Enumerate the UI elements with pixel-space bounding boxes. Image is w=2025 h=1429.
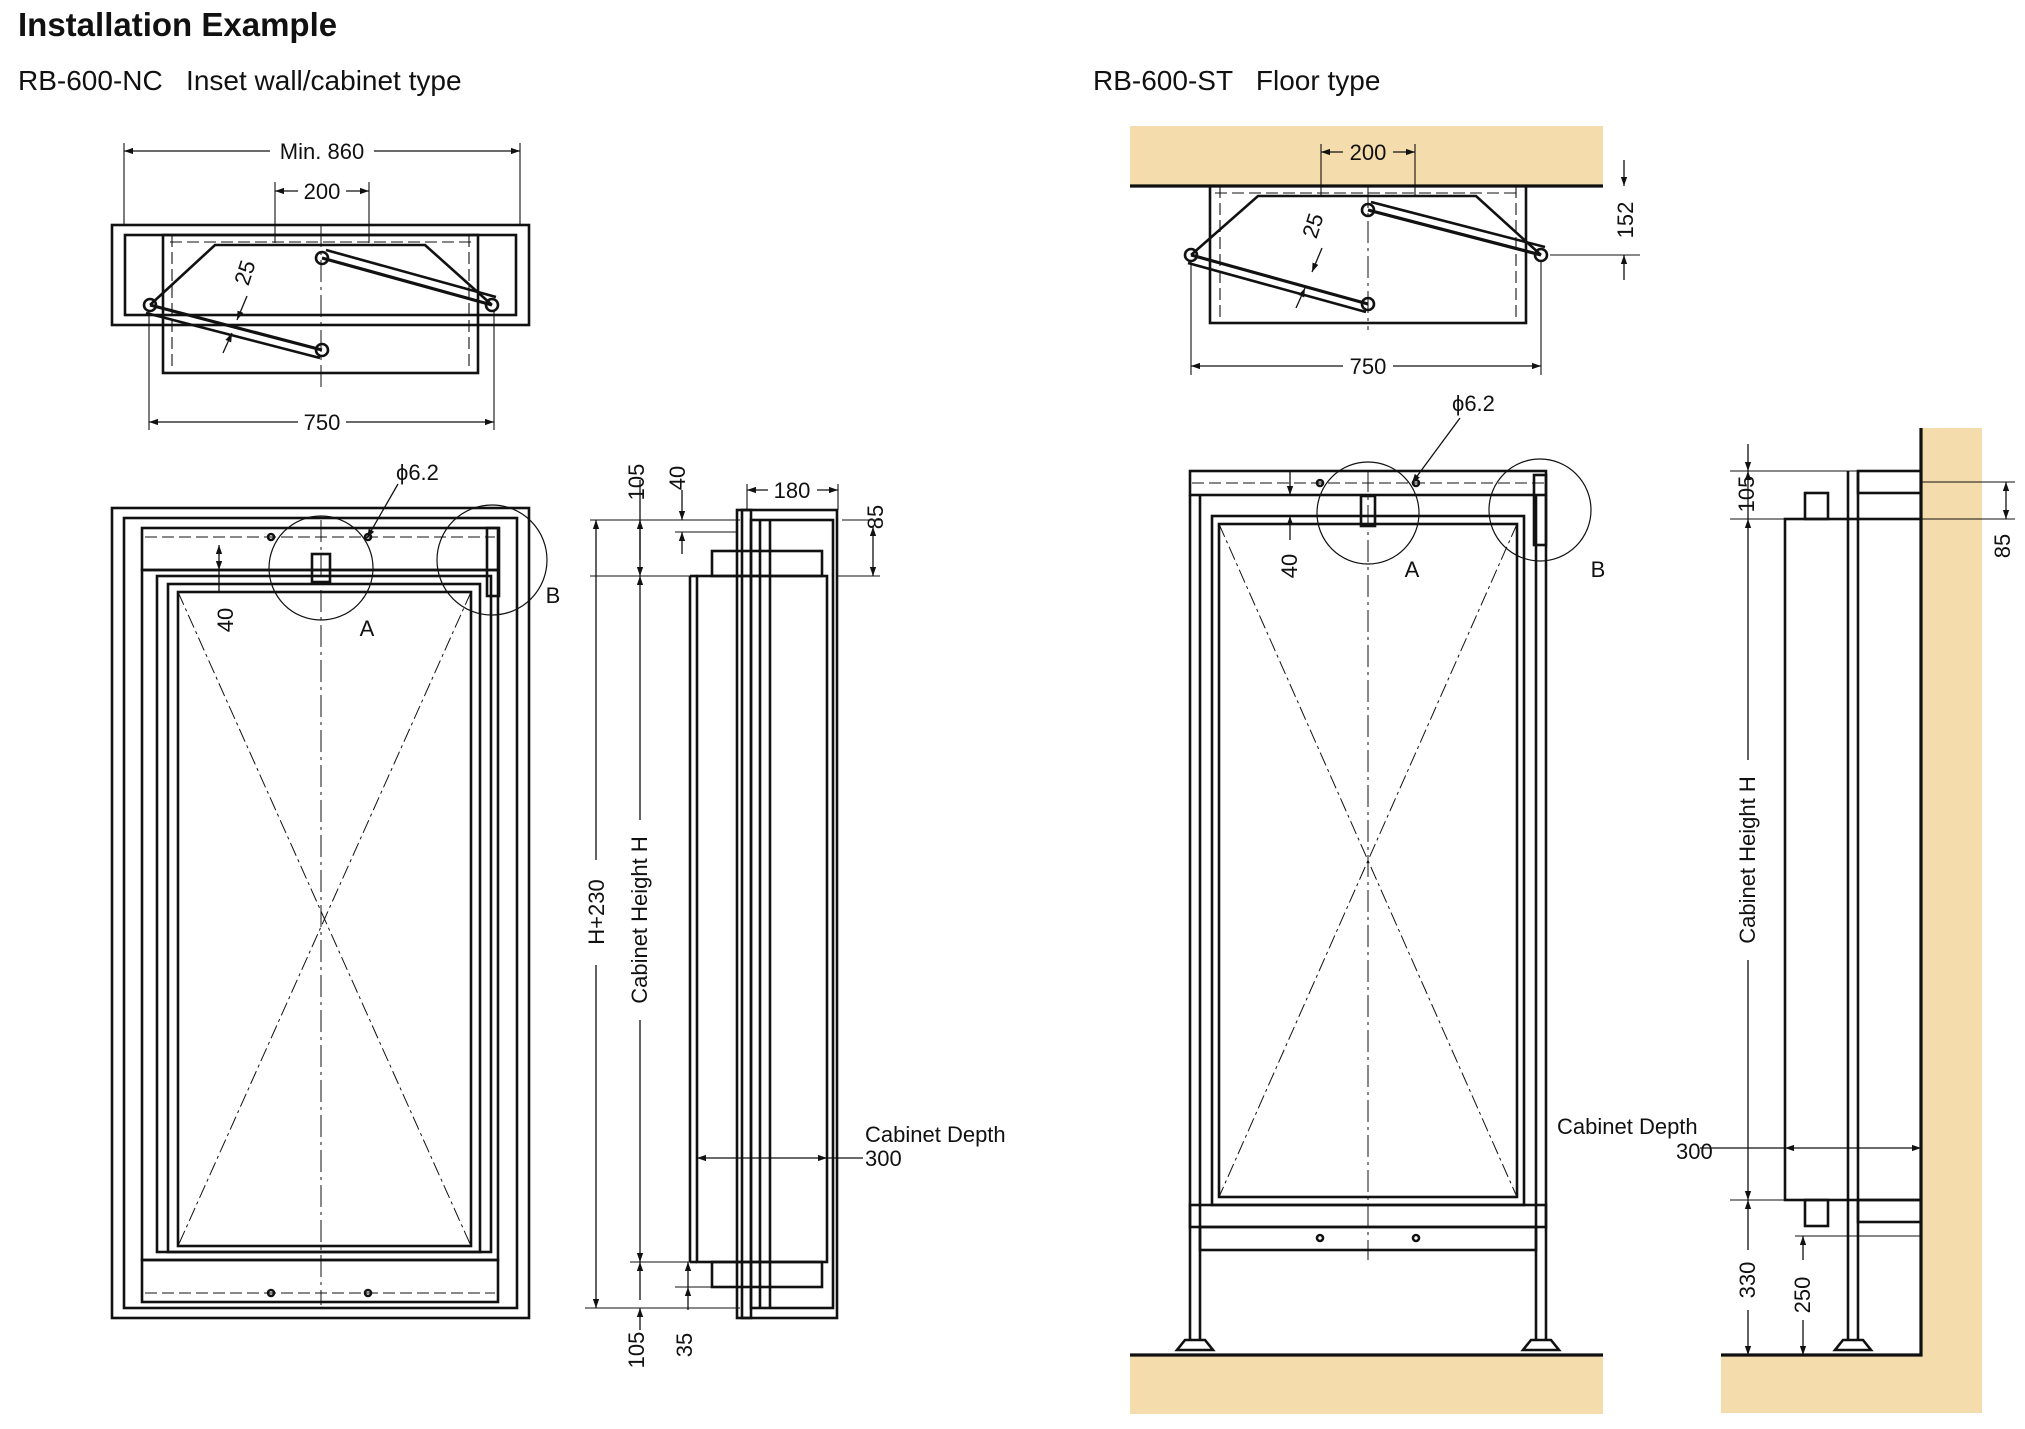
left-detail-b-circle [436, 504, 548, 616]
left-side-top-offset: 40 [665, 466, 690, 490]
right-detail-a-label: A [1405, 557, 1420, 582]
left-model-label: RB-600-NC [18, 65, 163, 96]
left-side-cabinet-depth-label: Cabinet Depth [865, 1122, 1006, 1147]
right-detail-b-circle [1488, 458, 1592, 562]
left-top-depth: 750 [304, 410, 341, 435]
right-detail-a-circle [1316, 461, 1420, 565]
right-top-depth: 750 [1350, 354, 1387, 379]
left-top-arm-offset: 25 [229, 257, 260, 288]
left-top-view: Min. 860 200 25 750 [110, 139, 531, 435]
left-front-view: A B ϕ6.2 40 [110, 460, 561, 1320]
left-side-cabinet-height: Cabinet Height H [627, 836, 652, 1004]
left-side-view: 180 85 105 40 H+230 Cabinet Height H 105… [584, 464, 1006, 1369]
wall-wood [1921, 428, 1982, 1413]
right-side-cabinet-height: Cabinet Height H [1735, 776, 1760, 944]
left-detail-b-label: B [546, 583, 561, 608]
right-side-top-gap: 105 [1734, 476, 1759, 513]
right-side-cabinet-depth-value: 300 [1676, 1139, 1713, 1164]
right-top-offset: 152 [1613, 202, 1638, 239]
right-front-hole: ϕ6.2 [1452, 391, 1495, 416]
right-subtitle: RB-600-ST Floor type [1093, 65, 1380, 97]
right-side-floor-clearance: 330 [1735, 1262, 1760, 1299]
page-title: Installation Example [18, 6, 338, 43]
left-side-top-gap: 105 [624, 464, 649, 501]
right-model-label: RB-600-ST [1093, 65, 1233, 96]
right-side-cabinet-depth-label: Cabinet Depth [1557, 1114, 1698, 1139]
right-top-center-gap: 200 [1350, 140, 1387, 165]
left-side-bottom-offset: 35 [672, 1333, 697, 1357]
right-side-top-margin: 85 [1990, 534, 2015, 558]
left-detail-a-circle [268, 515, 374, 621]
left-side-top-margin: 85 [863, 505, 888, 529]
left-side-bottom-gap: 105 [624, 1332, 649, 1369]
right-type-label: Floor type [1255, 65, 1381, 96]
left-side-total-height: H+230 [584, 879, 609, 944]
left-side-cabinet-depth-value: 300 [865, 1146, 902, 1171]
right-side-floor-gap: 250 [1790, 1277, 1815, 1314]
left-detail-a-label: A [360, 616, 375, 641]
left-type-label: Inset wall/cabinet type [186, 65, 462, 96]
right-top-arm-offset: 25 [1297, 210, 1328, 241]
floor-wood-right [1721, 1356, 1921, 1413]
left-subtitle: RB-600-NC Inset wall/cabinet type [18, 65, 462, 97]
floor-wood-left [1130, 1356, 1603, 1414]
ceiling-wood [1130, 126, 1603, 185]
left-front-offset: 40 [213, 608, 238, 632]
left-top-min-width: Min. 860 [280, 139, 364, 164]
right-detail-b-label: B [1591, 557, 1606, 582]
right-side-view: 105 85 Cabinet Height H Cabinet Depth 30… [1557, 428, 2015, 1413]
right-front-offset: 40 [1277, 554, 1302, 578]
left-side-width: 180 [774, 478, 811, 503]
left-front-hole: ϕ6.2 [396, 460, 439, 485]
right-top-view: 200 25 152 750 [1130, 126, 1640, 379]
left-top-center-gap: 200 [304, 179, 341, 204]
right-front-view: A B ϕ6.2 40 [1130, 391, 1605, 1414]
